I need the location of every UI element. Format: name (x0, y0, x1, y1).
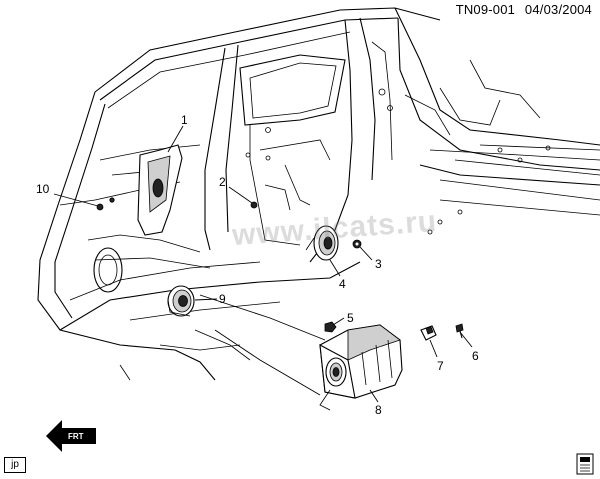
document-icon (576, 453, 594, 475)
callout-1: 1 (181, 113, 188, 127)
callout-7: 7 (437, 359, 444, 373)
document-date: 04/03/2004 (524, 2, 592, 17)
part-1-trim-panel (137, 144, 183, 236)
part-4-rear-speaker (305, 225, 339, 261)
part-8-subwoofer-enclosure (319, 324, 403, 411)
leader-lines (53, 125, 473, 403)
document-id: TN09-001 (455, 2, 516, 17)
forward-arrow-label: FRT (68, 432, 84, 441)
callout-3: 3 (375, 257, 382, 271)
forward-arrow: FRT (46, 420, 96, 452)
vehicle-body-outline (37, 7, 600, 381)
callout-labels: 1 2 3 4 5 6 7 8 9 10 (36, 113, 479, 417)
part-10-screw (96, 197, 115, 211)
callout-2: 2 (219, 175, 226, 189)
part-6-bolt (455, 323, 464, 339)
jp-tag: jp (4, 457, 26, 473)
part-5-nut (324, 321, 337, 333)
part-3-nut (352, 239, 362, 249)
document-code: TN09-001 04/03/2004 (450, 2, 592, 17)
callout-9: 9 (219, 292, 226, 306)
part-7-clip (420, 325, 437, 341)
callout-4: 4 (339, 277, 346, 291)
callout-10: 10 (36, 182, 50, 196)
part-9-front-speaker (167, 285, 195, 317)
part-2-bolt (250, 201, 258, 209)
callout-6: 6 (472, 349, 479, 363)
callout-8: 8 (375, 403, 382, 417)
callout-5: 5 (347, 311, 354, 325)
